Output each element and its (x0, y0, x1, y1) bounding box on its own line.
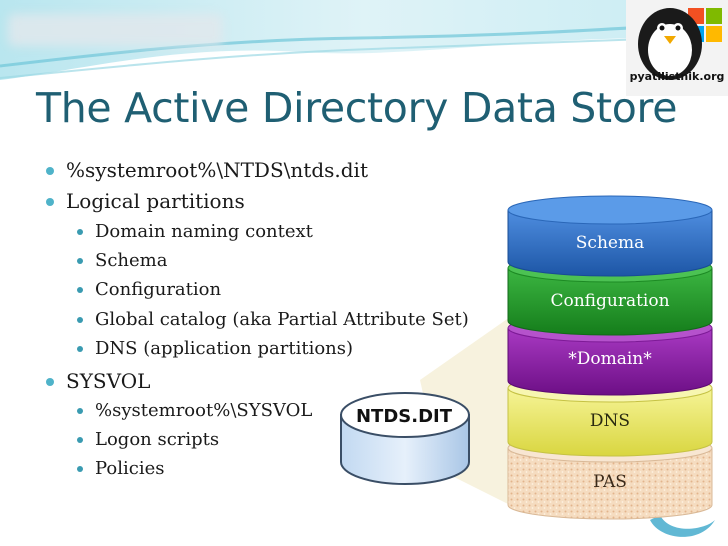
slide-title: The Active Directory Data Store (36, 84, 678, 132)
sub-bullet-schema: Schema (76, 250, 168, 271)
bullet-logical-partitions: Logical partitions (46, 189, 245, 213)
layer-label-pas: PAS (593, 472, 627, 492)
swoosh-decoration (650, 515, 715, 537)
sub-bullet-sysvol-path: %systemroot%\SYSVOL (76, 400, 313, 421)
bullet-ntds-path: %systemroot%\NTDS\ntds.dit (46, 158, 368, 182)
layer-label-schema: Schema (576, 233, 644, 253)
ntds-dit-label: NTDS.DIT (356, 406, 453, 427)
sub-bullet-domain-naming-context: Domain naming context (77, 221, 313, 242)
schema-layer (507, 195, 713, 277)
layer-label-configuration: Configuration (550, 291, 669, 311)
penguin-logo-icon (626, 0, 728, 96)
sub-bullet-dns-partitions: DNS (application partitions) (76, 338, 354, 359)
sub-bullet-policies: Policies (76, 458, 165, 479)
layer-label-dns: DNS (590, 411, 630, 431)
logo-text: pyatilistnik.org (629, 70, 725, 83)
sub-bullet-global-catalog: Global catalog (aka Partial Attribute Se… (77, 309, 469, 330)
ntds-dit-cylinder (340, 392, 470, 485)
bullet-sysvol: SYSVOL (45, 369, 151, 393)
sub-bullet-logon-scripts: Logon scripts (76, 429, 220, 450)
blurred-header-text (8, 14, 223, 46)
layer-label-domain: *Domain* (568, 349, 652, 369)
sub-bullet-configuration: Configuration (76, 279, 222, 300)
